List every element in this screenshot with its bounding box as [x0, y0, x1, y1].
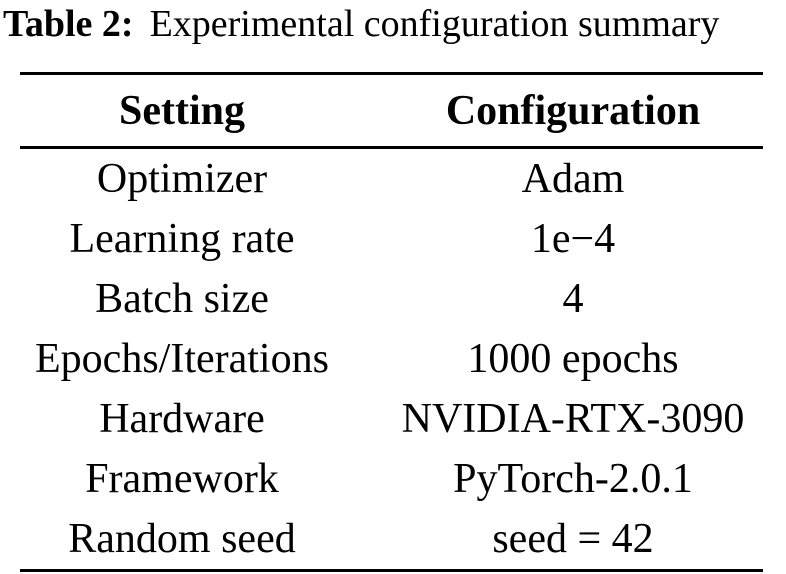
config-table: Setting Configuration Optimizer Adam Lea…	[20, 72, 763, 572]
table-caption: Table 2: Experimental configuration summa…	[3, 0, 719, 48]
setting-cell: Framework	[85, 456, 279, 502]
setting-cell: Learning rate	[69, 216, 295, 262]
configuration-cell: seed = 42	[492, 516, 654, 562]
table-row: Random seed seed = 42	[20, 509, 763, 569]
table-row: Framework PyTorch-2.0.1	[20, 449, 763, 509]
table-header-row: Setting Configuration	[20, 75, 763, 149]
configuration-cell: 1e−4	[530, 216, 616, 262]
table-caption-label: Table 2:	[3, 3, 134, 45]
table-row: Batch size 4	[20, 269, 763, 329]
setting-cell: Epochs/Iterations	[35, 336, 329, 382]
configuration-cell: Adam	[521, 156, 625, 202]
configuration-cell: 1000 epochs	[467, 336, 679, 382]
setting-cell: Batch size	[95, 276, 269, 322]
table-row: Epochs/Iterations 1000 epochs	[20, 329, 763, 389]
configuration-cell: NVIDIA-RTX-3090	[401, 396, 745, 442]
configuration-cell: 4	[562, 276, 584, 322]
table-caption-text: Experimental configuration summary	[149, 3, 720, 45]
table-row: Optimizer Adam	[20, 149, 763, 209]
configuration-cell: PyTorch-2.0.1	[453, 456, 693, 502]
column-header-setting: Setting	[119, 87, 245, 134]
table-row: Learning rate 1e−4	[20, 209, 763, 269]
table-row: Hardware NVIDIA-RTX-3090	[20, 389, 763, 449]
setting-cell: Optimizer	[96, 156, 268, 202]
setting-cell: Hardware	[99, 396, 265, 442]
column-header-configuration: Configuration	[445, 87, 701, 134]
setting-cell: Random seed	[68, 516, 296, 562]
